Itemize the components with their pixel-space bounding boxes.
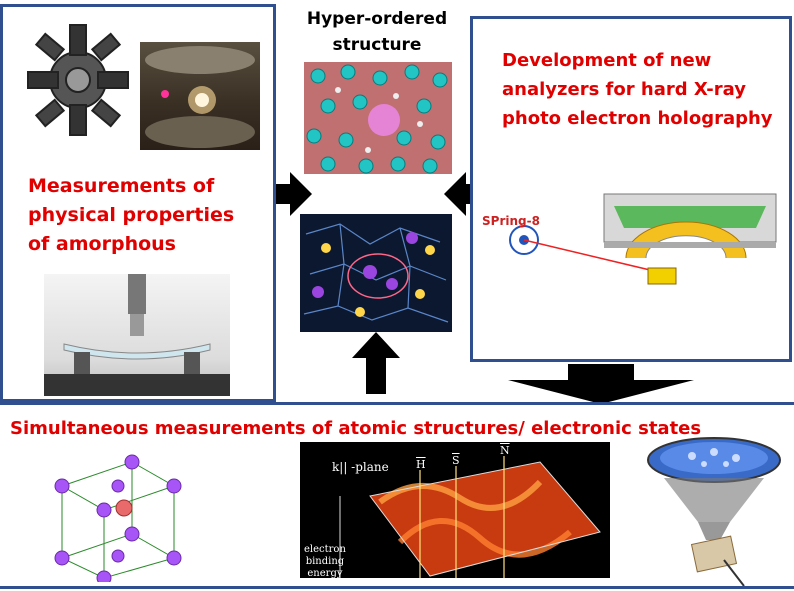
center-title-line-2: structure (332, 35, 422, 55)
holo-plane-label: k|| -plane (332, 460, 389, 474)
middle-separator (0, 402, 794, 405)
arrow-up-icon (352, 332, 400, 399)
bottom-title: Simultaneous measurements of atomic stru… (10, 418, 702, 439)
arrow-left-icon (444, 172, 488, 221)
right-title-line-2: analyzers for hard X-ray (502, 79, 746, 100)
detector-screen-image (640, 430, 790, 586)
right-title-line-1: Development of new (502, 50, 712, 71)
center-title: Hyper-ordered structure (284, 6, 470, 58)
right-panel (470, 16, 792, 362)
arrow-right-icon (276, 172, 312, 221)
crystal-structure-image (304, 62, 452, 174)
holo-axis-line-3: energy (307, 568, 343, 579)
center-title-line-1: Hyper-ordered (306, 9, 448, 29)
left-title: Measurements of physical properties of a… (28, 172, 234, 259)
holo-s-label: S (452, 454, 460, 467)
left-title-line-3: of amorphous (28, 233, 176, 255)
arrow-down-icon (508, 364, 694, 409)
holo-axis-line-1: electron (304, 544, 346, 555)
holography-plot (300, 442, 610, 578)
holo-n-label: N (500, 444, 510, 457)
right-title: Development of new analyzers for hard X-… (502, 46, 773, 133)
holo-h-label: H (416, 458, 426, 471)
analyzer-diagram (476, 188, 782, 298)
left-title-line-2: physical properties (28, 204, 235, 226)
bending-test-photo (44, 274, 230, 396)
right-title-line-3: photo electron holography (502, 108, 773, 129)
vacuum-chamber-image (18, 10, 138, 150)
left-title-line-1: Measurements of (28, 175, 215, 197)
holo-axis-label: electron binding energy (304, 544, 346, 580)
holo-axis-line-2: binding (305, 556, 345, 567)
levitation-photo (140, 42, 260, 150)
spring8-logo: SPring-8 (482, 214, 540, 228)
unit-cell-image (40, 446, 192, 582)
bottom-separator (0, 586, 794, 589)
amorphous-network-image (300, 214, 452, 332)
